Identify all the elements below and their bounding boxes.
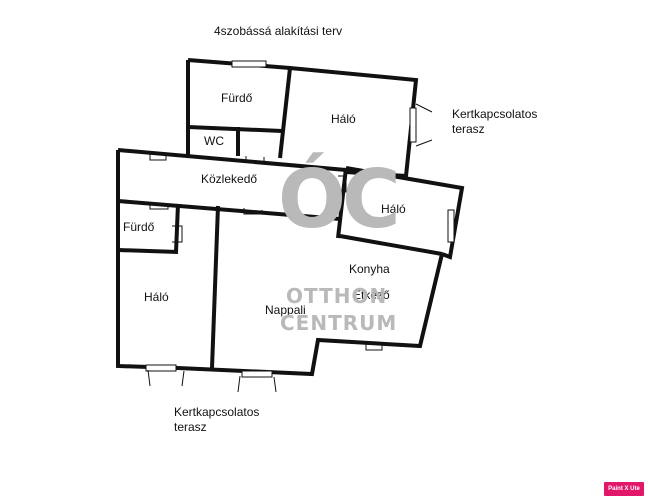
terrace-bottom-line1: Kertkapcsolatos [174, 405, 260, 419]
doors [147, 103, 433, 393]
wall-wc-top [187, 125, 283, 133]
window-nappali-bottom [241, 370, 273, 378]
room-label-furdo-left: Fürdő [123, 220, 155, 234]
terrace-label-right: Kertkapcsolatos terasz [452, 107, 537, 137]
room-label-etkezo: Étkező [353, 288, 390, 302]
door-corridor-left [149, 203, 169, 210]
door-konyha-bottom [365, 344, 383, 351]
room-label-halo-top: Háló [331, 112, 356, 126]
door-corridor-bath [149, 152, 167, 161]
room-label-furdo-top: Fürdő [221, 91, 253, 105]
room-label-wc: WC [204, 134, 224, 148]
paint-badge: Paint X Ute [604, 482, 644, 496]
door-nappali-top [243, 208, 263, 215]
room-label-kozlekedo: Közlekedő [201, 172, 258, 186]
door-nappali-terrace [237, 375, 277, 393]
window-halo-right [409, 107, 417, 143]
wall-halo-nappali [210, 205, 220, 369]
wall-furdo-left-right [174, 203, 180, 253]
door-corridor-wc [245, 156, 265, 163]
window-halo-bottom [145, 364, 177, 372]
terrace-right-line1: Kertkapcsolatos [452, 107, 538, 121]
door-corridor-right [337, 175, 347, 193]
door-halo-terrace [415, 103, 433, 147]
door-halo-terrace-bottom [147, 369, 185, 387]
room-label-nappali: Nappali [265, 303, 306, 317]
room-label-halo-right: Háló [381, 202, 406, 216]
wall-right-halo-left [336, 167, 348, 239]
wall-right-halo [339, 166, 465, 260]
door-furdo-left [172, 225, 183, 243]
wall-main-outline [116, 150, 444, 377]
terrace-label-bottom: Kertkapcsolatos terasz [174, 405, 259, 435]
watermark-line2: CENTRUM [280, 311, 398, 335]
window-right-halo [447, 209, 455, 243]
watermark-monogram: ÓC [278, 153, 401, 246]
windows [145, 60, 455, 378]
room-label-konyha: Konyha [349, 262, 390, 276]
wall-corridor-top [117, 148, 347, 172]
watermark-line1: OTTHON [286, 284, 388, 308]
wall-furdo-halo [278, 67, 292, 159]
wall-furdo-left-bottom [117, 248, 179, 254]
terrace-bottom-line2: terasz [174, 420, 207, 434]
outer-walls [116, 58, 465, 377]
wall-corridor-bottom [117, 199, 341, 221]
window-furdo-top [231, 60, 267, 68]
terrace-right-line2: terasz [452, 122, 485, 136]
room-label-halo-left: Háló [144, 290, 169, 304]
plan-title: 4szobássá alakítási terv [214, 24, 343, 38]
